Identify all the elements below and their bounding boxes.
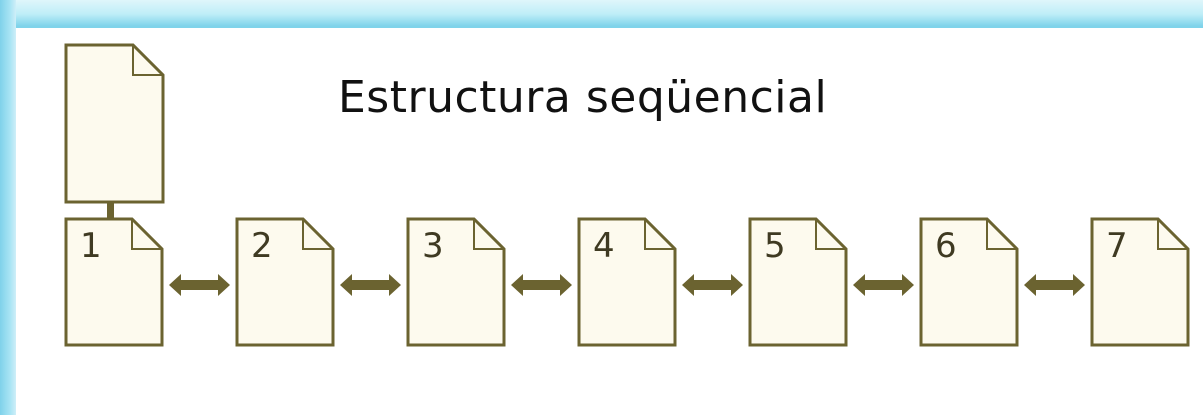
page-number-1: 1 <box>80 226 102 266</box>
bidirectional-arrow-6 <box>1024 274 1085 296</box>
page-number-4: 4 <box>593 226 615 266</box>
bidirectional-arrow-2 <box>340 274 401 296</box>
page-7-icon <box>1090 217 1190 347</box>
bidirectional-arrow-3 <box>511 274 572 296</box>
page-4-icon <box>577 217 677 347</box>
bidirectional-arrow-1 <box>169 274 230 296</box>
page-number-7: 7 <box>1106 226 1128 266</box>
bidirectional-arrow-4 <box>682 274 743 296</box>
page-number-2: 2 <box>251 226 273 266</box>
page-6-icon <box>919 217 1019 347</box>
page-3-icon <box>406 217 506 347</box>
index-connector <box>107 202 114 221</box>
bidirectional-arrow-5 <box>853 274 914 296</box>
page-2-icon <box>235 217 335 347</box>
page-number-6: 6 <box>935 226 957 266</box>
left-border <box>0 0 16 415</box>
page-5-icon <box>748 217 848 347</box>
page-number-3: 3 <box>422 226 444 266</box>
diagram-title: Estructura seqüencial <box>338 72 828 123</box>
page-number-5: 5 <box>764 226 786 266</box>
page-1-icon <box>64 217 164 347</box>
index-page-icon <box>64 43 165 204</box>
